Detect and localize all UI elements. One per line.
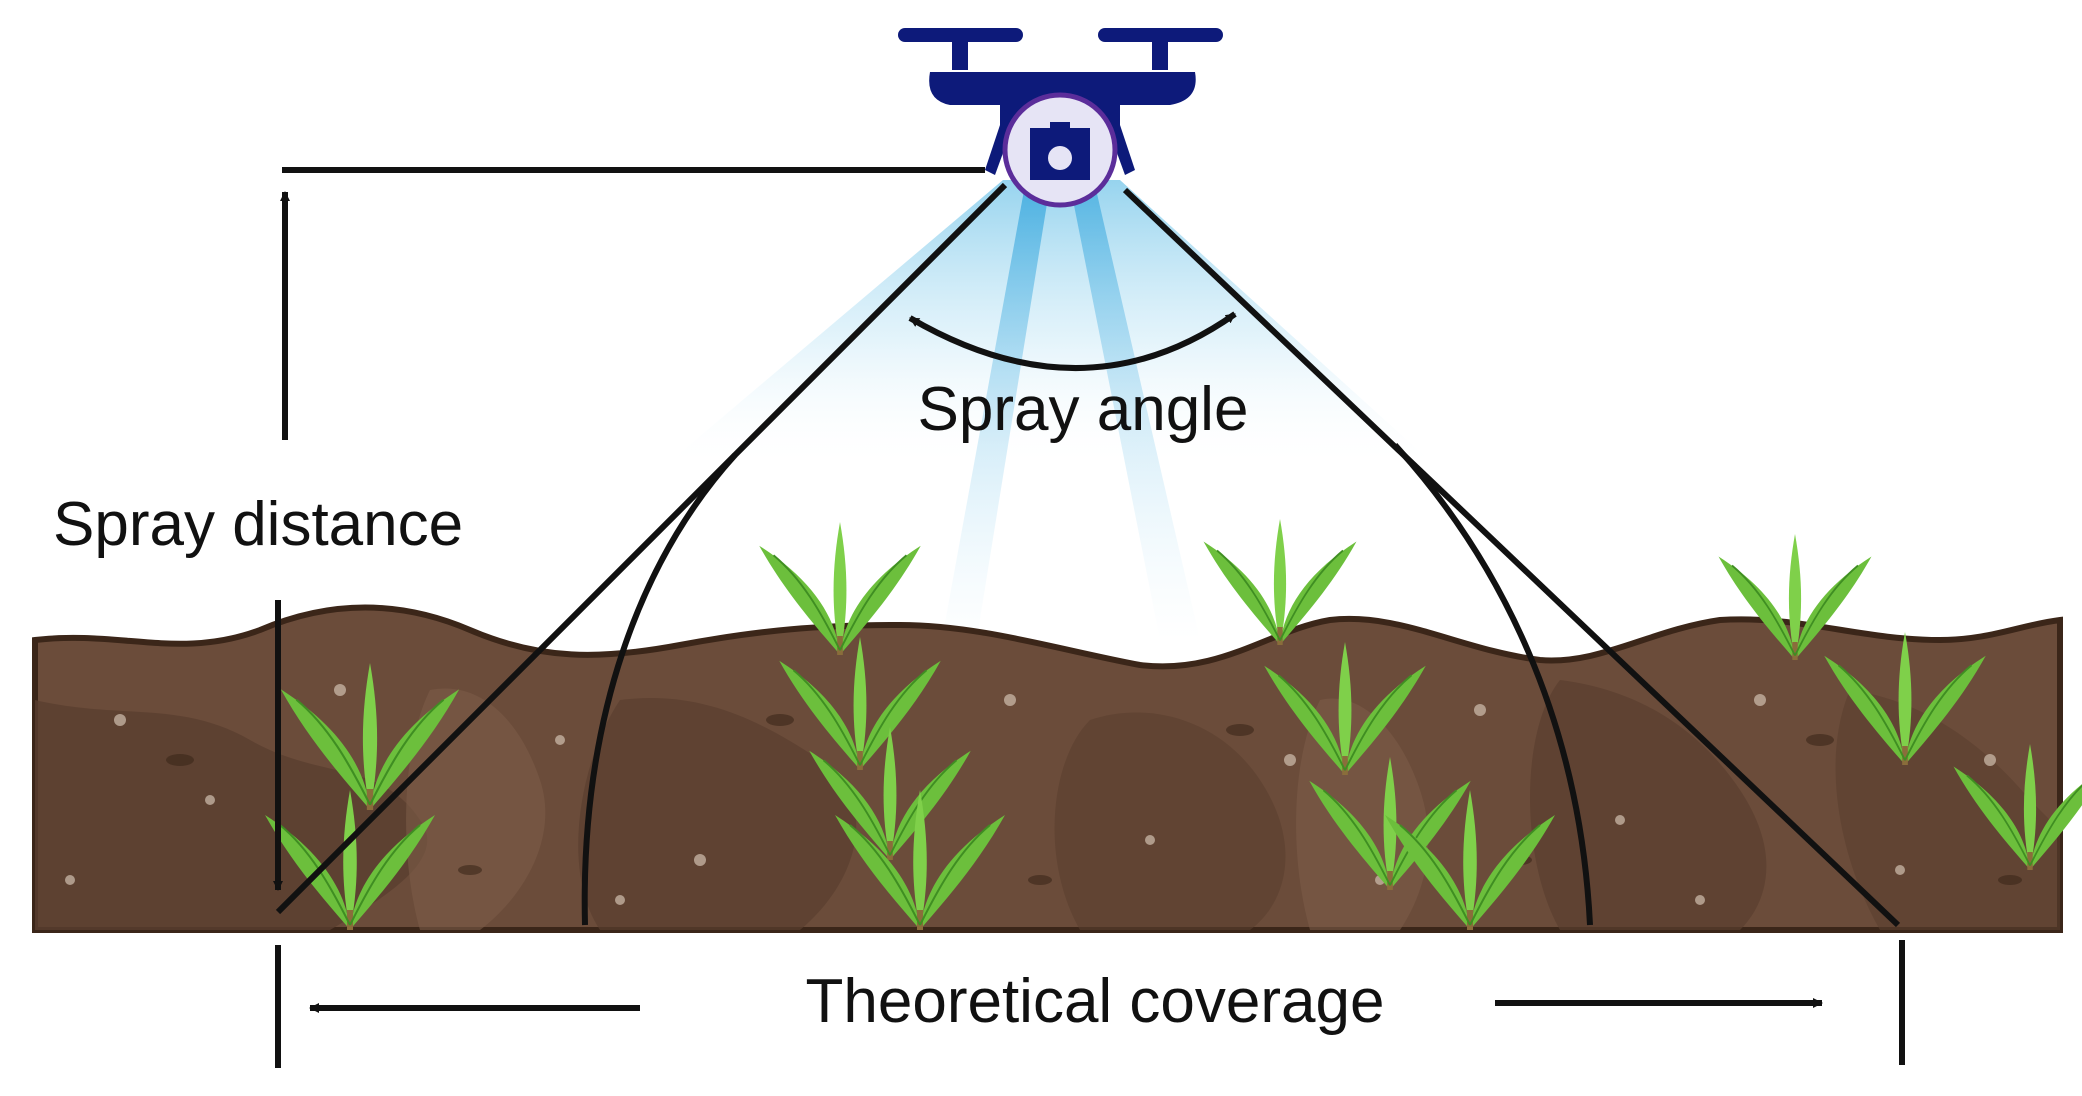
spray-distance-label: Spray distance <box>53 490 463 559</box>
spray-angle-arc <box>908 311 1237 371</box>
spray-angle-label: Spray angle <box>918 375 1249 444</box>
theoretical-coverage-label: Theoretical coverage <box>806 967 1385 1036</box>
spray-boundary-lines <box>275 182 1901 928</box>
drone-icon <box>898 28 1223 208</box>
theoretical-coverage-indicator <box>275 940 1905 1068</box>
spray-distance-indicator <box>273 167 985 891</box>
